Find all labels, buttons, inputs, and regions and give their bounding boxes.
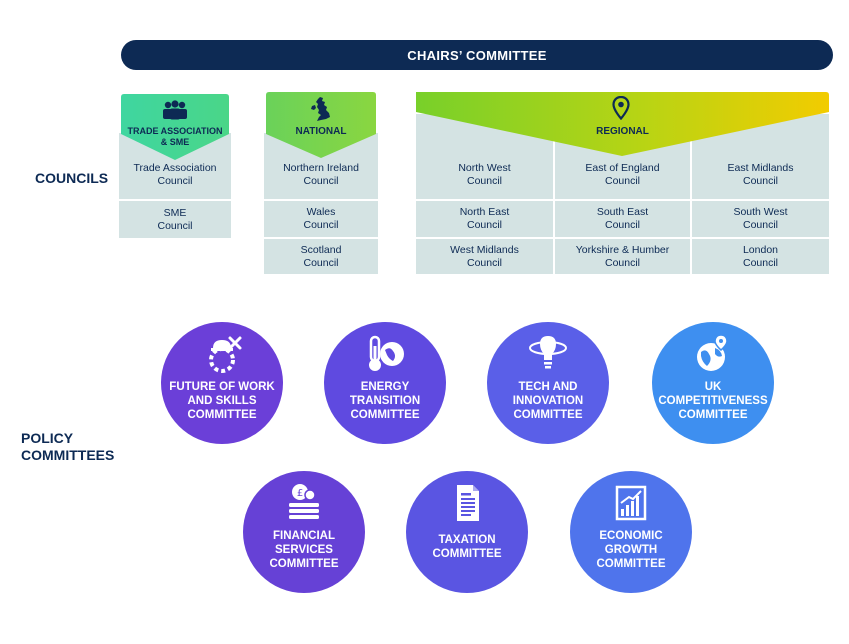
regional-header-label: REGIONAL — [596, 126, 649, 137]
policy-committees-label: POLICY COMMITTEES — [21, 430, 115, 463]
worker-tools-icon — [209, 336, 242, 373]
regional-header: REGIONAL — [416, 92, 829, 158]
people-group-icon — [163, 100, 187, 120]
svg-text:£: £ — [297, 488, 303, 499]
location-pin-icon — [612, 96, 630, 120]
growth-chart-icon — [615, 485, 647, 521]
chairs-committee-bar: CHAIRS’ COMMITTEE — [121, 40, 833, 70]
thermometer-globe-icon — [369, 335, 404, 371]
document-icon — [457, 485, 479, 521]
trade-association-header: TRADE ASSOCIATION& SME — [121, 94, 229, 160]
lightbulb-atom-icon — [529, 336, 567, 369]
coin-stack-icon: £ — [289, 484, 319, 519]
globe-pin-icon — [697, 334, 728, 371]
chairs-committee-label: CHAIRS’ COMMITTEE — [407, 47, 547, 63]
national-header-label: NATIONAL — [295, 126, 347, 137]
trade-association-header-label: TRADE ASSOCIATION& SME — [127, 126, 223, 147]
uk-map-icon — [311, 97, 330, 121]
national-header: NATIONAL — [266, 92, 376, 158]
councils-label: COUNCILS — [35, 170, 109, 186]
